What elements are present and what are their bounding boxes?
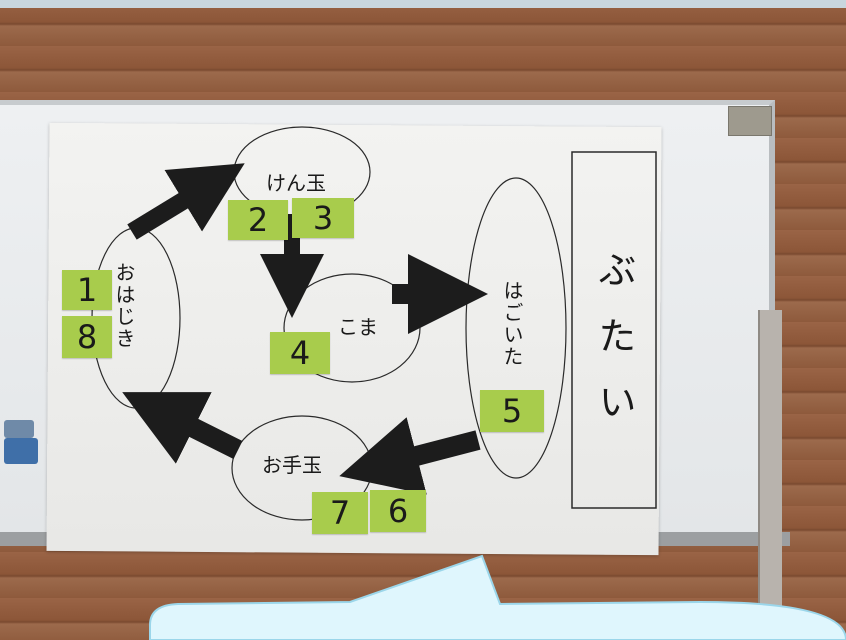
top-strip: [0, 0, 846, 8]
order-sticky-note: 7: [312, 492, 368, 534]
arrow-otedama-to-ohajiki: [122, 392, 243, 464]
order-sticky-note: 4: [270, 332, 330, 374]
order-sticky-note: 5: [480, 390, 544, 432]
stage-label-otedama: お手玉: [262, 453, 322, 477]
order-sticky-note: 3: [292, 198, 354, 238]
eraser: [4, 420, 34, 438]
arrow-hagoita-to-otedama: [339, 417, 481, 495]
stage-label-koma: こま: [338, 315, 378, 339]
stage-box-label: ぶたい: [592, 250, 636, 448]
order-sticky-note: 1: [62, 270, 112, 310]
order-sticky-note: 2: [228, 200, 288, 240]
stage-box: [571, 151, 657, 509]
stage-label-hagoita: はごいた: [500, 280, 524, 368]
stage-label-kendama: けん玉: [266, 171, 326, 195]
whiteboard-label-plate: [728, 106, 772, 136]
arrow-ohajiki-to-kendama: [127, 163, 245, 240]
stage-label-ohajiki: おはじき: [112, 262, 136, 350]
order-sticky-note: 6: [370, 490, 426, 532]
order-sticky-note: 8: [62, 316, 112, 358]
eraser: [4, 438, 38, 464]
whiteboard-stand: [758, 310, 782, 640]
